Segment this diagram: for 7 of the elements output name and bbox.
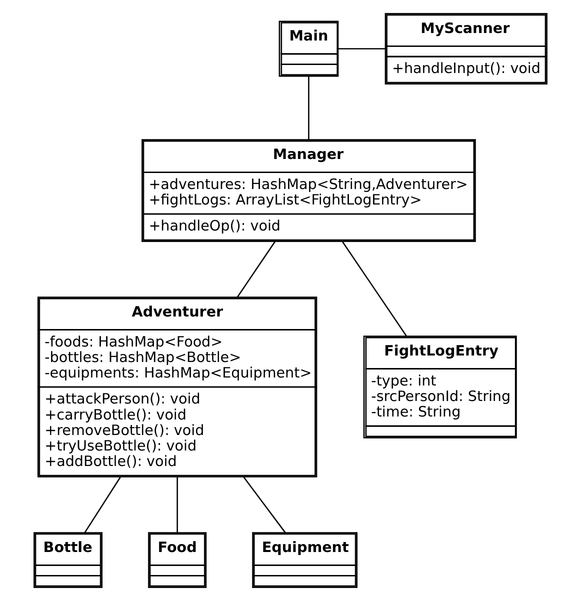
connector	[342, 241, 406, 336]
connector	[176, 477, 178, 533]
connector	[338, 48, 385, 50]
connector	[84, 476, 120, 534]
connector	[308, 76, 309, 140]
connector	[236, 241, 275, 298]
connector	[242, 476, 286, 534]
